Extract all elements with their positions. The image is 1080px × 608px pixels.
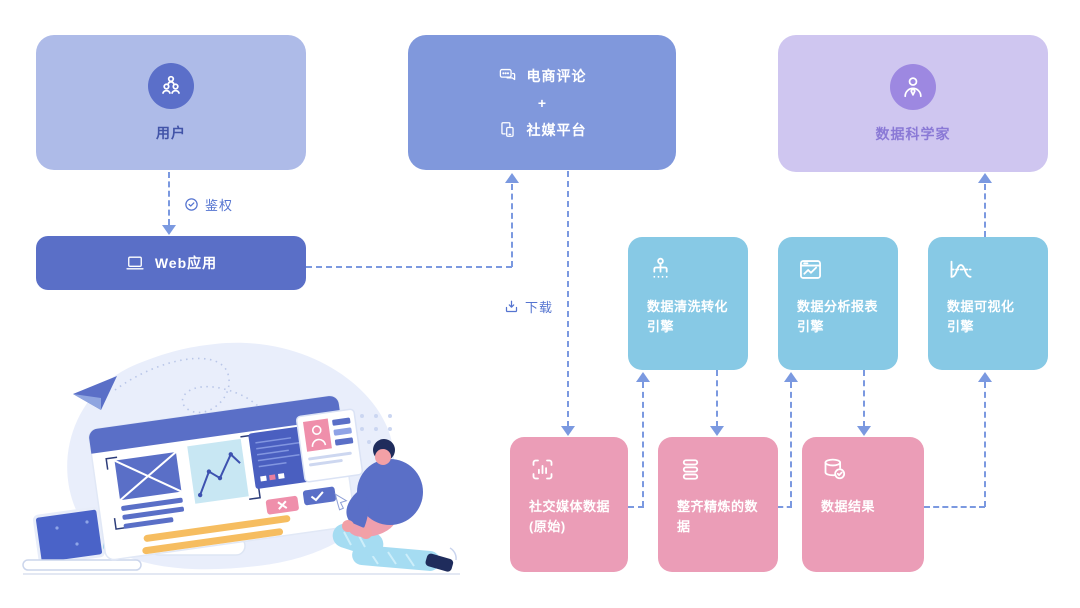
person-illustration xyxy=(332,439,457,572)
arrow-up-scientist xyxy=(978,173,992,183)
laptop-illustration xyxy=(22,506,142,571)
edge-webapp-out xyxy=(306,266,512,268)
profile-card xyxy=(295,408,364,483)
illustration-person-with-browser xyxy=(22,342,460,575)
data-raw-line2: (原始) xyxy=(529,518,566,534)
arrow-up-engine-report xyxy=(784,372,798,382)
edge-raw-to-clean xyxy=(642,382,644,507)
report-chart-icon xyxy=(800,260,821,279)
download-label-text: 下载 xyxy=(525,300,554,315)
source-row-social: 社媒平台 xyxy=(498,120,587,140)
engine-report-line1: 数据分析报表 xyxy=(797,299,879,314)
arrow-up-sources xyxy=(505,173,519,183)
node-data-result: 数据结果 xyxy=(802,437,924,572)
bar-chart-brackets-icon xyxy=(532,459,553,480)
source-ecommerce-label: 电商评论 xyxy=(526,67,587,84)
edge-result-out xyxy=(924,506,985,508)
node-data-sources: 电商评论 + 社媒平台 xyxy=(408,35,676,170)
laptop-icon xyxy=(126,256,144,270)
edge-viz-to-scientist xyxy=(984,184,986,237)
scientist-icon-circle xyxy=(890,63,936,110)
node-data-raw-label: 社交媒体数据 (原始) xyxy=(529,497,616,536)
edge-report-to-result xyxy=(863,370,865,427)
engine-viz-line1: 数据可视化 xyxy=(947,299,1015,314)
edge-sources-to-raw xyxy=(567,171,569,427)
source-row-ecommerce: 电商评论 xyxy=(498,66,587,86)
arrow-up-engine-clean xyxy=(636,372,650,382)
user-icon-circle xyxy=(148,62,194,109)
source-social-label: 社媒平台 xyxy=(526,121,587,138)
engine-clean-line2: 引擎 xyxy=(647,318,675,334)
edge-raw-out xyxy=(628,506,644,508)
edge-result-to-viz xyxy=(984,382,986,507)
edge-webapp-to-sources xyxy=(511,184,513,267)
node-data-tidy: 整齐精炼的数据 xyxy=(658,437,778,572)
node-engine-clean-label: 数据清洗转化 引擎 xyxy=(647,297,734,336)
dotted-trail xyxy=(114,357,308,503)
arrow-down-webapp xyxy=(162,225,176,235)
users-icon xyxy=(162,75,180,94)
edge-user-to-webapp xyxy=(168,172,170,225)
plus-sign: + xyxy=(537,94,547,111)
node-data-raw: 社交媒体数据 (原始) xyxy=(510,437,628,572)
node-data-scientist: 数据科学家 xyxy=(778,35,1048,172)
edge-tidy-to-report xyxy=(790,382,792,507)
edge-tidy-out xyxy=(778,506,792,508)
node-engine-report-label: 数据分析报表 引擎 xyxy=(797,297,884,336)
comments-icon xyxy=(499,68,515,81)
node-scientist-label: 数据科学家 xyxy=(875,125,951,142)
edge-clean-to-tidy xyxy=(716,370,718,427)
node-data-result-label: 数据结果 xyxy=(821,499,876,514)
browser-window xyxy=(88,395,364,561)
node-webapp-label: Web应用 xyxy=(154,255,218,271)
edge-label-download: 下载 xyxy=(504,297,553,316)
node-engine-viz: 数据可视化 引擎 xyxy=(928,237,1048,370)
node-user: 用户 xyxy=(36,35,306,170)
devices-icon xyxy=(500,122,514,137)
engine-viz-line2: 引擎 xyxy=(947,318,975,334)
paper-plane-icon xyxy=(73,376,117,410)
node-data-tidy-label: 整齐精炼的数据 xyxy=(677,499,759,534)
node-user-label: 用户 xyxy=(156,124,186,141)
node-engine-report: 数据分析报表 引擎 xyxy=(778,237,898,370)
arrow-down-raw xyxy=(561,426,575,436)
flow-tree-icon xyxy=(653,257,668,278)
engine-clean-line1: 数据清洗转化 xyxy=(647,299,729,314)
distribution-curve-icon xyxy=(950,260,972,278)
arrow-down-tidy xyxy=(710,426,724,436)
download-icon xyxy=(505,300,518,313)
data-raw-line1: 社交媒体数据 xyxy=(529,499,611,514)
check-circle-icon xyxy=(185,198,198,211)
edge-label-auth: 鉴权 xyxy=(184,195,233,214)
arrow-down-result xyxy=(857,426,871,436)
cursor-icon xyxy=(334,493,348,511)
node-webapp: Web应用 xyxy=(36,236,306,290)
stacked-layers-icon xyxy=(682,459,699,480)
database-check-icon xyxy=(824,458,846,480)
engine-report-line2: 引擎 xyxy=(797,318,825,334)
person-icon xyxy=(904,76,922,97)
arrow-up-engine-viz xyxy=(978,372,992,382)
node-engine-clean: 数据清洗转化 引擎 xyxy=(628,237,748,370)
node-engine-viz-label: 数据可视化 引擎 xyxy=(947,297,1034,336)
auth-label-text: 鉴权 xyxy=(205,198,234,213)
